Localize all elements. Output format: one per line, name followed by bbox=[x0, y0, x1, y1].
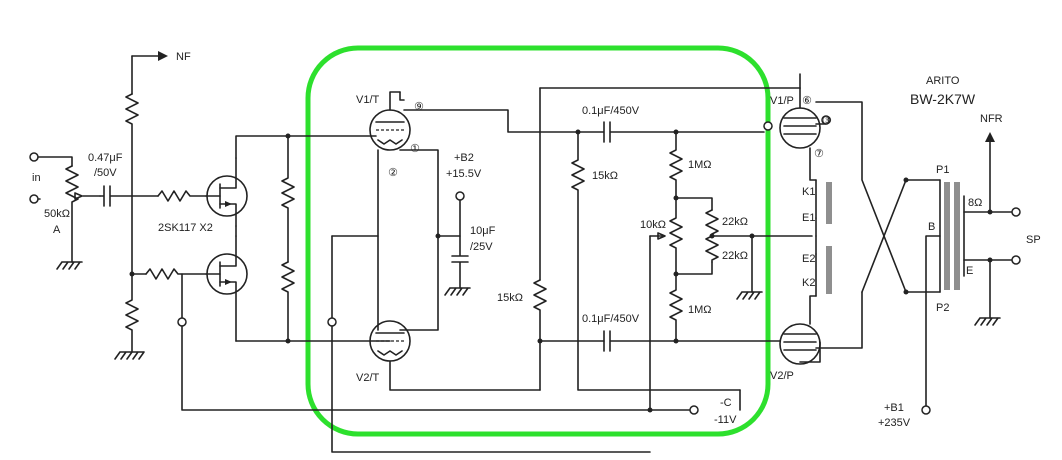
label-e1: E1 bbox=[802, 212, 815, 224]
label-volume: 50kΩ bbox=[44, 208, 70, 220]
balance-pot bbox=[669, 197, 683, 275]
label-r22k-b: 22kΩ bbox=[722, 250, 748, 262]
label-jfet: 2SK117 X2 bbox=[158, 222, 213, 234]
label-v1p: V1/P bbox=[770, 95, 794, 107]
label-neg-c: -C bbox=[720, 397, 732, 409]
speaker-terminal-top bbox=[1011, 207, 1021, 217]
label-b: B bbox=[928, 221, 935, 233]
label-k1: K1 bbox=[802, 186, 815, 198]
drain-resistor-1 bbox=[281, 135, 295, 263]
label-r15k-top: 15kΩ bbox=[592, 170, 618, 182]
label-nf: NF bbox=[176, 51, 191, 63]
highlight-box bbox=[305, 45, 771, 437]
ground-symbol bbox=[56, 261, 83, 270]
label-pin6: ⑥ bbox=[802, 95, 812, 107]
r22k-b bbox=[705, 235, 719, 263]
label-v1t: V1/T bbox=[356, 94, 380, 106]
label-in: in bbox=[32, 172, 41, 184]
label-pin7: ⑦ bbox=[814, 148, 824, 160]
label-r15k-left: 15kΩ bbox=[497, 292, 523, 304]
gate-resistor-bottom bbox=[145, 268, 207, 280]
label-pin2: ② bbox=[388, 167, 398, 179]
label-b1-v: +235V bbox=[878, 417, 911, 429]
label-bypass-cap: 10μF bbox=[470, 225, 496, 237]
volume-pot bbox=[65, 165, 79, 263]
r1m-top bbox=[669, 131, 683, 199]
label-pin9: ⑨ bbox=[414, 101, 424, 113]
label-input-cap-v: /50V bbox=[94, 167, 117, 179]
label-input-cap: 0.47μF bbox=[88, 152, 123, 164]
label-pin3: ③ bbox=[822, 115, 832, 127]
label-v2t: V2/T bbox=[356, 372, 380, 384]
label-coupling-bottom: 0.1μF/450V bbox=[582, 313, 640, 325]
label-r1m-top: 1MΩ bbox=[688, 159, 712, 171]
drain-resistor-2 bbox=[281, 261, 295, 342]
label-p2: P2 bbox=[936, 302, 949, 314]
label-e: E bbox=[966, 265, 973, 277]
tube-v1p bbox=[763, 87, 821, 149]
coupling-cap-top bbox=[577, 121, 765, 143]
r22k-a bbox=[705, 209, 719, 237]
label-b1: +B1 bbox=[884, 402, 904, 414]
label-pot10k: 10kΩ bbox=[640, 219, 666, 231]
label-nfr: NFR bbox=[980, 113, 1003, 125]
r1m-bottom bbox=[669, 273, 683, 342]
label-r22k-a: 22kΩ bbox=[722, 216, 748, 228]
label-r8: 8Ω bbox=[968, 197, 982, 209]
label-b2-v: +15.5V bbox=[446, 168, 482, 180]
label-neg-c-v: -11V bbox=[714, 414, 737, 426]
gate-resistor-top bbox=[157, 190, 207, 202]
input-terminal-bottom bbox=[29, 194, 39, 204]
input-capacitor bbox=[99, 185, 159, 207]
speaker-terminal-bottom bbox=[1011, 255, 1021, 265]
label-sp: SP bbox=[1026, 234, 1041, 246]
label-p1: P1 bbox=[936, 164, 949, 176]
coupling-cap-bottom bbox=[603, 330, 781, 352]
output-transformer bbox=[921, 179, 991, 415]
input-terminal-top bbox=[29, 152, 39, 162]
r15k-top bbox=[571, 131, 741, 391]
label-bypass-cap-v: /25V bbox=[470, 241, 493, 253]
input-section bbox=[29, 51, 207, 360]
tube-v2p bbox=[779, 323, 821, 365]
label-pin1: ① bbox=[410, 143, 420, 155]
label-coupling-top: 0.1μF/450V bbox=[582, 105, 640, 117]
label-volume-curve: A bbox=[53, 224, 61, 236]
bypass-capacitor bbox=[444, 191, 471, 296]
label-e2: E2 bbox=[802, 253, 815, 265]
label-b2: +B2 bbox=[454, 152, 474, 164]
r15k-left bbox=[533, 279, 547, 342]
label-brand: ARITO bbox=[926, 75, 960, 87]
jfet-bottom bbox=[205, 235, 248, 342]
label-k2: K2 bbox=[802, 277, 815, 289]
nf-resistor-top bbox=[125, 93, 139, 275]
label-r1m-bottom: 1MΩ bbox=[688, 304, 712, 316]
label-model: BW-2K7W bbox=[910, 91, 976, 107]
jfet-top bbox=[205, 157, 248, 227]
tube-v1t bbox=[369, 91, 411, 151]
label-v2p: V2/P bbox=[770, 370, 794, 382]
nf-resistor-bottom bbox=[125, 273, 139, 353]
